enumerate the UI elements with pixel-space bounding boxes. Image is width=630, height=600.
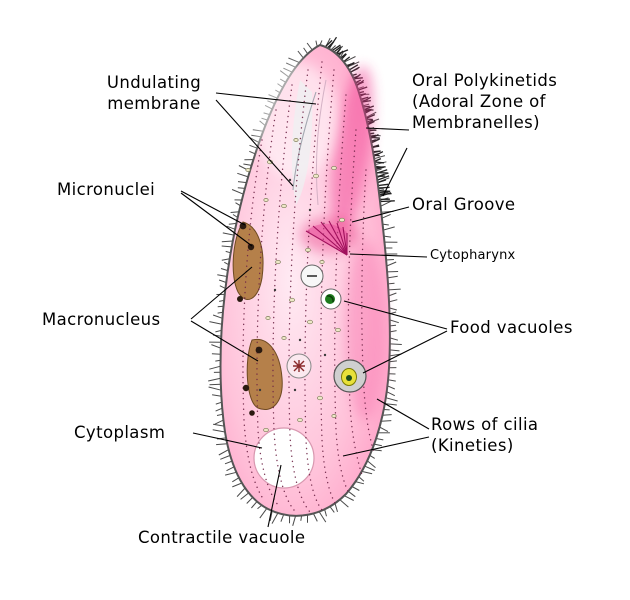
oral-groove-fan (305, 220, 348, 256)
contractile-vacuole (253, 427, 315, 489)
label-cytopharynx: Cytopharynx (430, 248, 516, 263)
cytoplasm-vesicles (245, 138, 345, 433)
label-oral-polykinetids: Oral Polykinetids (Adoral Zone of Membra… (412, 71, 558, 133)
label-food-vacuoles: Food vacuoles (450, 318, 573, 337)
leader-lines (180, 92, 448, 528)
label-oral-groove: Oral Groove (412, 195, 516, 214)
micronuclei-dots (237, 222, 263, 416)
label-rows-of-cilia: Rows of cilia (Kineties) (431, 415, 539, 456)
kinety-lines (242, 61, 375, 513)
label-cytoplasm: Cytoplasm (74, 423, 166, 442)
label-contractile-vacuole: Contractile vacuole (138, 528, 306, 547)
food-vacuoles (286, 264, 367, 393)
label-micronuclei: Micronuclei (57, 180, 156, 199)
label-undulating-membrane: Undulating membrane (106, 73, 202, 114)
label-macronucleus: Macronucleus (42, 310, 161, 329)
